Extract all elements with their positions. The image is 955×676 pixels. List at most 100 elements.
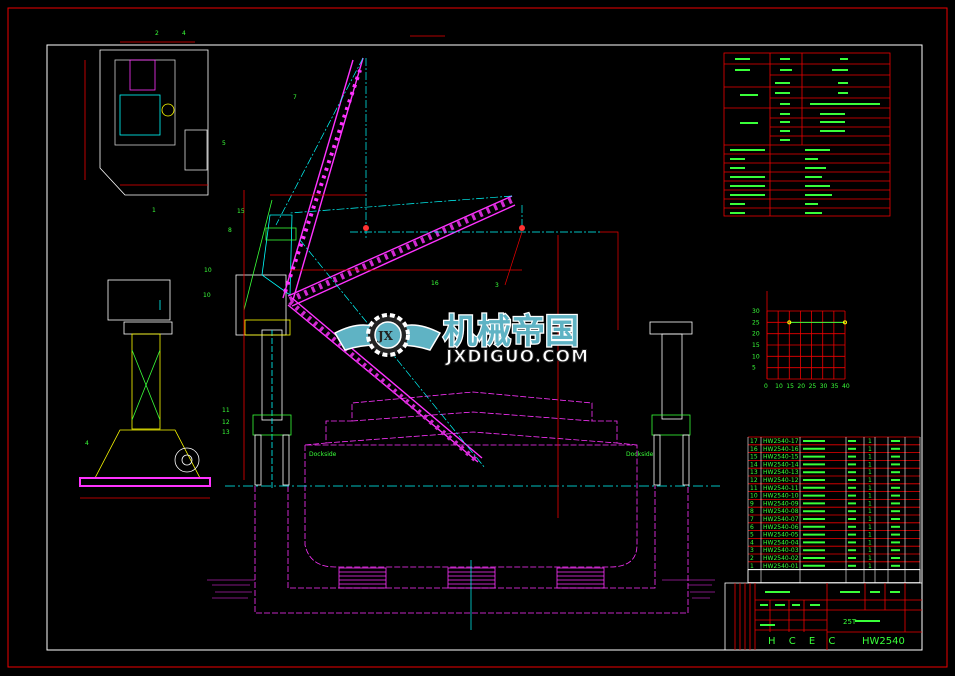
parts-row: 3 HW2540-03 1 (748, 545, 920, 554)
part-code: HW2540-04 (763, 539, 799, 546)
callout-labels: 7 15 8 10 10 16 3 11 12 13 5 4 2 4 1 Doc… (85, 30, 654, 458)
parts-row: 9 HW2540-09 1 (748, 498, 920, 507)
part-number: 17 (750, 438, 758, 445)
spec-table (723, 52, 891, 217)
part-code: HW2540-01 (763, 563, 799, 570)
side-view (79, 279, 211, 499)
part-qty: 1 (868, 532, 872, 539)
y-tick-label: 30 (752, 308, 760, 315)
part-qty: 1 (868, 563, 872, 570)
part-qty: 1 (868, 477, 872, 484)
callout-1: 1 (152, 207, 156, 214)
inner-frame (46, 44, 923, 651)
callout-4: 4 (85, 440, 89, 447)
spec-table-text-marks (730, 58, 880, 214)
cargo-blocks (338, 567, 605, 589)
dockside-label-right: Dockside (626, 451, 654, 458)
x-tick-label: 10 (775, 383, 783, 390)
part-qty: 1 (868, 485, 872, 492)
part-code: HW2540-17 (763, 438, 799, 445)
part-number: 3 (750, 547, 754, 554)
parts-row: 8 HW2540-08 1 (748, 506, 920, 515)
part-code: HW2540-07 (763, 516, 799, 523)
drawing-number: HW2540 (862, 636, 905, 647)
x-tick-label: 0 (764, 383, 768, 390)
part-number: 10 (750, 493, 758, 500)
part-code: HW2540-16 (763, 446, 799, 453)
callout-13: 13 (222, 429, 230, 436)
part-number: 2 (750, 555, 754, 562)
part-qty: 1 (868, 547, 872, 554)
part-number: 8 (750, 508, 754, 515)
callout-4b: 4 (182, 30, 186, 37)
part-number: 9 (750, 500, 754, 507)
part-qty: 1 (868, 493, 872, 500)
part-qty: 1 (868, 508, 872, 515)
x-tick-label: 15 (786, 383, 794, 390)
portal-tower-left (252, 329, 292, 490)
part-code: HW2540-09 (763, 500, 799, 507)
part-number: 6 (750, 524, 754, 531)
x-tick-label: 20 (797, 383, 805, 390)
part-code: HW2540-03 (763, 547, 799, 554)
watermark-title: 机械帝国 (443, 312, 579, 352)
part-number: 4 (750, 539, 754, 546)
hook-icon (519, 225, 525, 231)
plan-view (84, 41, 209, 196)
boom-working (287, 195, 516, 307)
x-tick-label: 35 (831, 383, 839, 390)
callout-5: 5 (222, 140, 226, 147)
part-code: HW2540-13 (763, 469, 799, 476)
part-code: HW2540-08 (763, 508, 799, 515)
callout-10: 10 (204, 267, 212, 274)
part-qty: 1 (868, 446, 872, 453)
dimension-lines (270, 35, 619, 330)
part-code: HW2540-06 (763, 524, 799, 531)
callout-12: 12 (222, 419, 230, 426)
part-qty: 1 (868, 438, 872, 445)
parts-row: 2 HW2540-02 1 (748, 553, 920, 562)
part-number: 7 (750, 516, 754, 523)
hooks (363, 225, 525, 231)
parts-row: 10 HW2540-10 1 (748, 491, 920, 500)
callout-10b: 10 (203, 292, 211, 299)
outer-frame (7, 7, 948, 668)
y-tick-label: 5 (752, 365, 756, 372)
ropes (275, 57, 600, 469)
part-number: 12 (750, 477, 758, 484)
part-qty: 1 (868, 524, 872, 531)
dockside-label-left: Dockside (309, 451, 337, 458)
machine-house (235, 190, 297, 480)
title-block (724, 582, 923, 651)
part-code: HW2540-02 (763, 555, 799, 562)
callout-16: 16 (431, 280, 439, 287)
callout-2: 2 (155, 30, 159, 37)
y-tick-label: 25 (752, 319, 760, 326)
part-qty: 1 (868, 461, 872, 468)
portal-tower-right (649, 321, 693, 486)
part-code: HW2540-12 (763, 477, 799, 484)
ship-hull (254, 391, 689, 614)
parts-row: 17 HW2540-17 1 (748, 436, 920, 445)
y-tick-label: 10 (752, 353, 760, 360)
part-qty: 1 (868, 500, 872, 507)
callout-11: 11 (222, 407, 230, 414)
boom-lowered (287, 297, 483, 464)
callout-3: 3 (495, 282, 499, 289)
part-qty: 1 (868, 469, 872, 476)
parts-row: 6 HW2540-06 1 (748, 522, 920, 531)
part-code: HW2540-10 (763, 493, 799, 500)
part-qty: 1 (868, 555, 872, 562)
part-number: 1 (750, 563, 754, 570)
